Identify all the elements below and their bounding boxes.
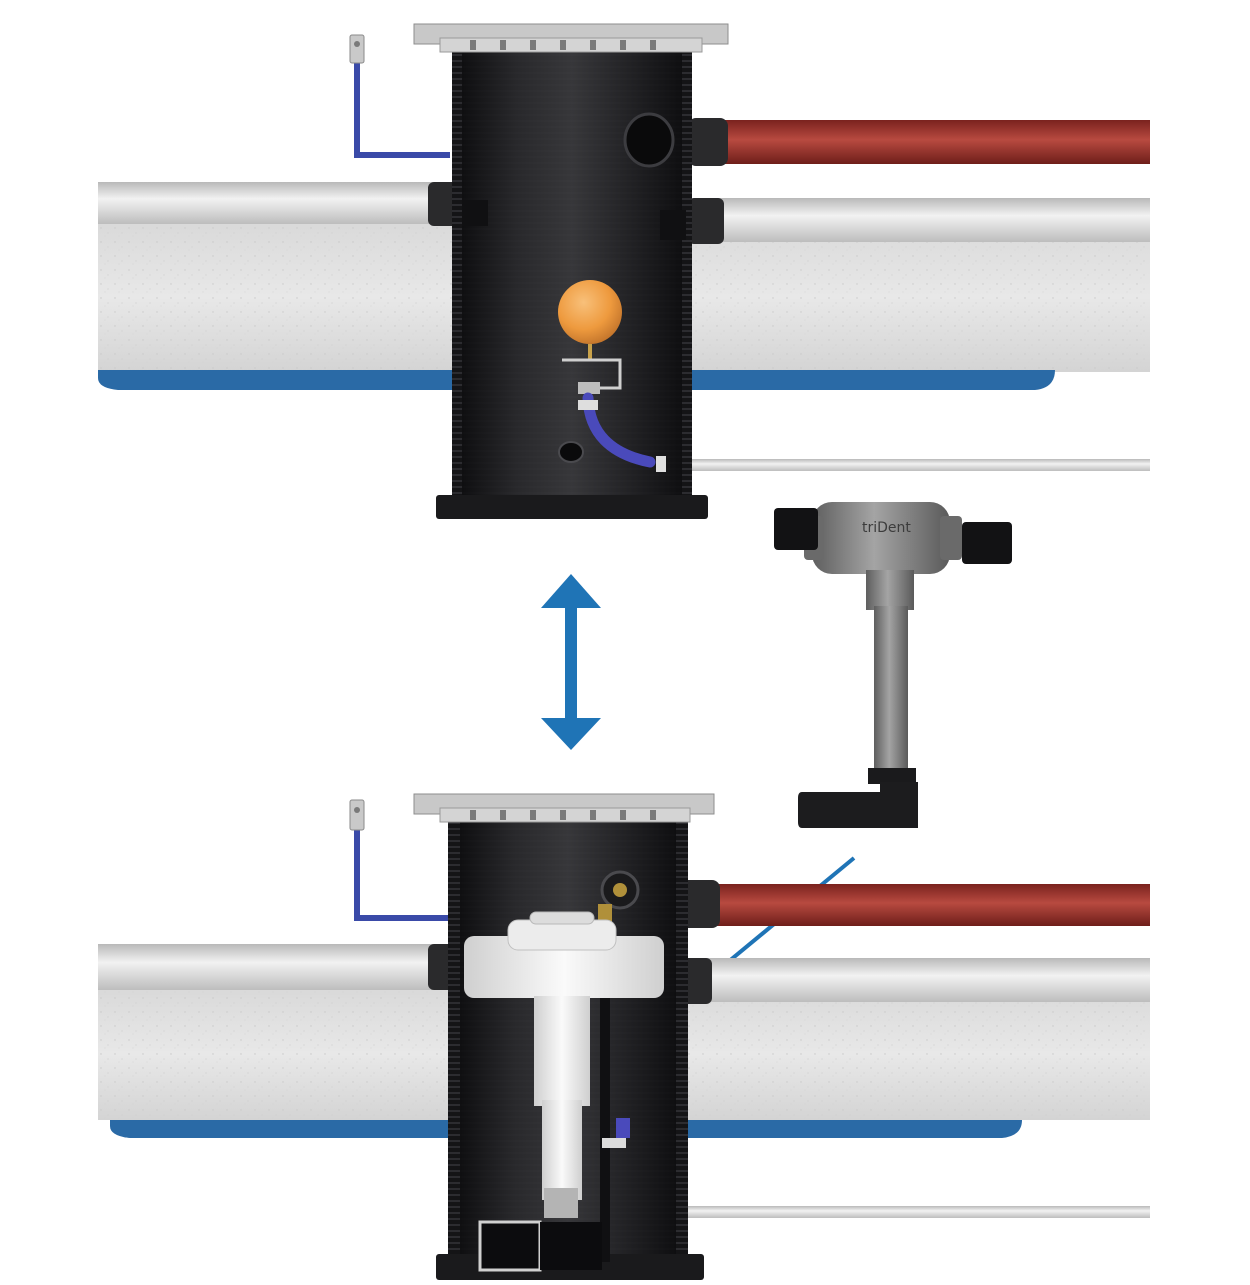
cold-pipe-left-bottom [98, 944, 433, 990]
drain-pipe-right-bottom [680, 1206, 1150, 1218]
earth-lug-top [349, 34, 365, 64]
hot-pipe-top [715, 120, 1150, 164]
installed-filter-unit [464, 911, 664, 1272]
top-installation [98, 23, 1150, 519]
double-arrow-icon [541, 574, 601, 750]
bottom-installation [98, 793, 1150, 1280]
drain-pipe-right-top [690, 459, 1150, 471]
cold-pipe-right-top [715, 198, 1150, 242]
cold-pipe-right-bottom [705, 958, 1150, 1002]
brand-label: triDent [862, 520, 911, 536]
float-ball-icon [558, 280, 622, 344]
earth-lug-bottom [349, 799, 365, 831]
chamber-bottom [413, 793, 715, 1280]
hot-pipe-bottom [705, 884, 1150, 926]
chamber-top [413, 23, 729, 519]
earth-wire-top [354, 60, 450, 158]
earth-wire-bottom [354, 826, 450, 921]
coupler-left [774, 508, 818, 550]
adapter-base [798, 782, 918, 828]
adapter-unit: triDent [774, 502, 1012, 828]
float-valve [558, 280, 666, 472]
coupler-right [962, 522, 1012, 564]
cold-pipe-left-top [98, 182, 433, 224]
